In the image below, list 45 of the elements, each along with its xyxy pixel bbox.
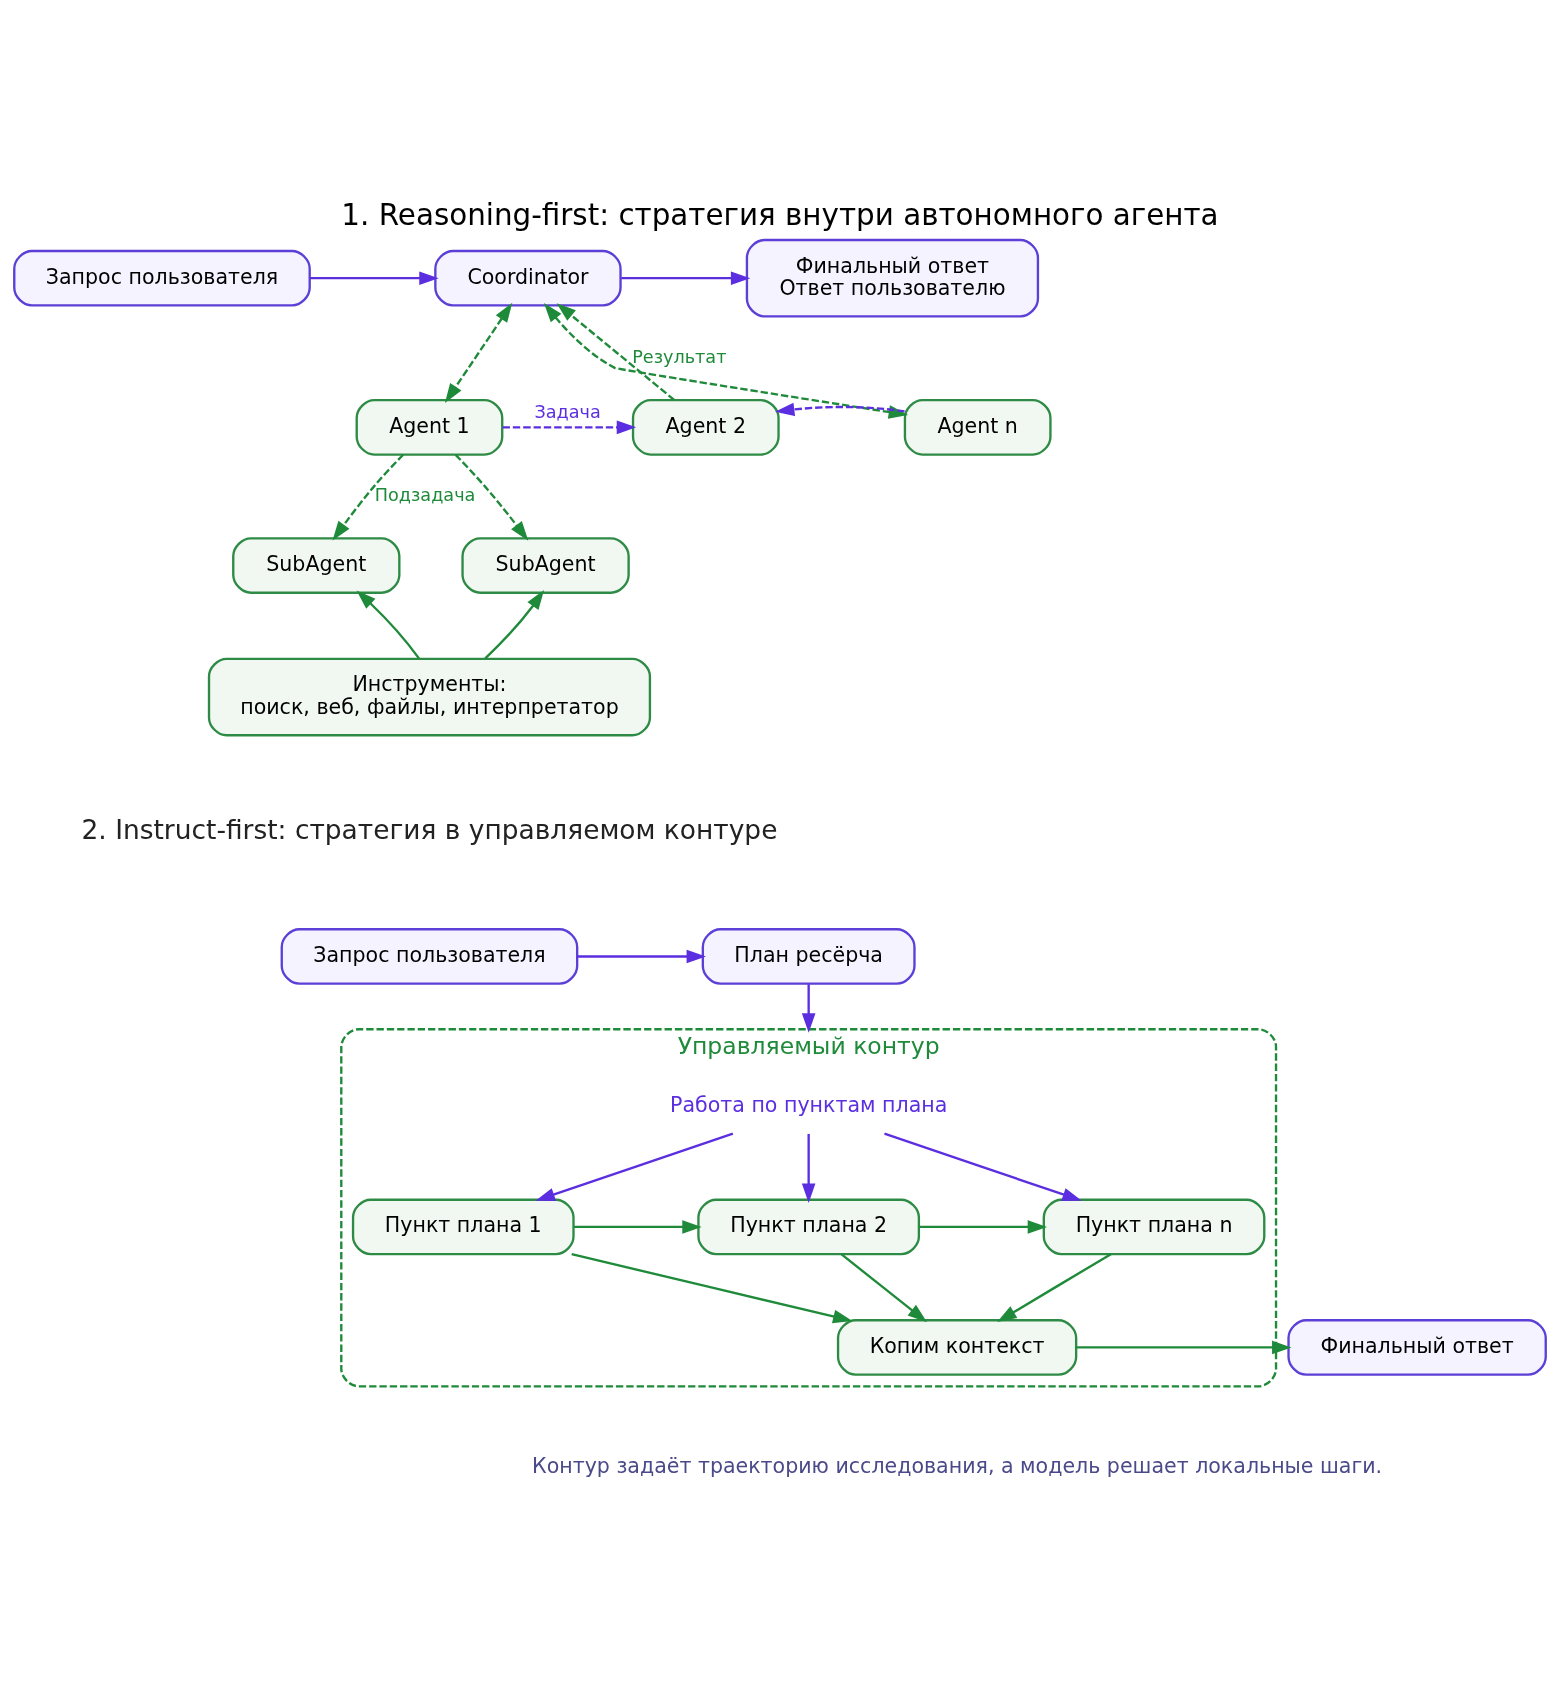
arrow [801,983,816,1033]
arrow [535,1132,734,1201]
node-box: Пункт плана 1 [351,1198,575,1255]
arrow [573,1219,702,1234]
arrow [840,1253,928,1322]
arrow [919,1219,1048,1234]
node-box: Финальный ответ [1287,1318,1547,1376]
arrow [502,420,637,434]
arrow [775,402,905,416]
node-box: Agent 1 [355,398,504,456]
arrow [454,453,529,541]
node-box: Пункт плана n [1042,1198,1266,1255]
arrow [571,1252,853,1323]
diagram-title: 1. Reasoning-first: стратегия внутри автономного агента [341,197,1219,232]
node-text: Работа по пунктам плана [670,1092,948,1117]
arrow [332,453,404,541]
arrow [309,270,439,285]
arrow [801,1133,816,1203]
node-box: Финальный ответ Ответ пользователю [745,238,1040,318]
arrow [1076,1340,1292,1354]
arrow [543,302,909,419]
node-box: Пункт плана 2 [697,1198,921,1255]
edge-label: Результат [632,346,727,367]
arrow [484,589,545,659]
arrow [556,302,675,401]
label: 2. Instruct-first: стратегия в управляемом контуре [81,813,778,845]
arrow [621,270,751,285]
node-box: SubAgent [461,536,630,594]
node-box: SubAgent [232,536,401,594]
arrow [356,590,420,659]
arrow [577,949,706,963]
node-box: Инструменты: поиск, веб, файлы, интерпретатор [207,657,652,736]
node-box: Запрос пользователя [280,927,579,985]
arrow [997,1252,1112,1322]
edge-label: Подзадача [374,484,476,505]
arrow [884,1132,1082,1201]
node-box: Coordinator [434,249,622,307]
edge-label: Задача [534,401,601,422]
arrow [444,302,513,403]
node-box: Agent 2 [631,398,780,456]
node-box: Agent n [903,398,1052,456]
label: Контур задаёт траекторию исследования, а модель решает локальные шаги. [532,1453,1383,1478]
node-box: Копим контекст [836,1318,1078,1376]
node-box: План ресёрча [701,927,916,985]
node-box: Запрос пользователя [13,249,311,307]
